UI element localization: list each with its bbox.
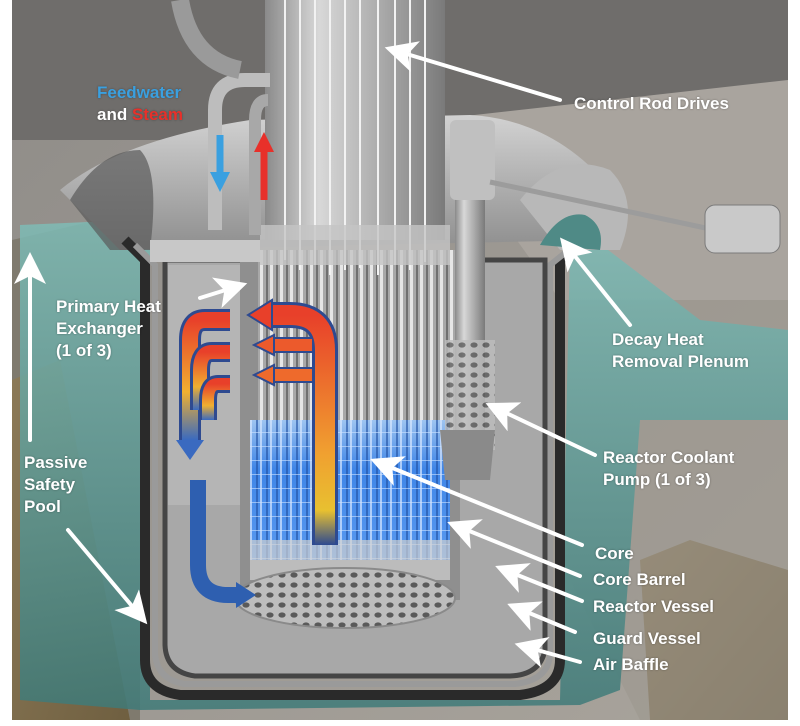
label-feedwater-steam: Feedwater and Steam — [97, 82, 183, 126]
leader-arrows — [14, 41, 632, 668]
label-pool-line1: Passive — [24, 453, 88, 472]
decay-heat-plenum — [520, 164, 628, 250]
leader-core-barrel — [447, 519, 582, 578]
feedwater-arrow-head — [210, 172, 230, 192]
label-feedwater: Feedwater — [97, 83, 182, 102]
steam-pipe — [249, 94, 269, 235]
leader-passive-safety-pool — [66, 528, 148, 625]
label-steam: Steam — [131, 105, 183, 124]
cold-downcomer-flow — [190, 480, 240, 603]
label-reactor-coolant-pump: Reactor Coolant Pump (1 of 3) — [603, 447, 734, 491]
coolant-pump-motor — [450, 120, 495, 200]
feedwater-pipe — [208, 73, 270, 230]
label-decay-heat-line1: Decay Heat — [612, 330, 704, 349]
core-fuel-rods — [250, 420, 450, 560]
heat-exchanger-flow — [176, 309, 230, 460]
label-coolant-pump-line1: Reactor Coolant — [603, 448, 735, 467]
label-air-baffle: Air Baffle — [593, 655, 669, 674]
cold-downcomer-arrow-head — [236, 582, 256, 608]
leader-control-rod-drives — [384, 41, 562, 102]
label-and-steam-line: and Steam — [97, 104, 183, 126]
valve-actuator-motor — [704, 204, 781, 254]
dome-flange-left — [70, 150, 154, 250]
leader-primary-heat-exchanger — [198, 277, 248, 309]
coolant-pump-impeller — [440, 430, 495, 480]
leader-reactor-vessel — [495, 563, 584, 603]
upper-pipe — [171, 0, 243, 79]
label-control-rod-drives: Control Rod Drives — [574, 94, 729, 113]
label-core: Core — [595, 544, 634, 563]
label-reactor-vessel: Reactor Vessel — [593, 597, 714, 616]
label-pool-line2: Safety — [24, 475, 76, 494]
hot-riser-flow — [270, 305, 335, 545]
label-decay-heat-removal-plenum: Decay Heat Removal Plenum — [612, 329, 749, 373]
label-primary-heat-exchanger-line1: Primary Heat — [56, 297, 161, 316]
label-decay-heat-line2: Removal Plenum — [612, 352, 749, 371]
leader-coolant-pump — [485, 402, 597, 457]
leader-core — [370, 456, 584, 547]
label-passive-safety-pool: Passive Safety Pool — [24, 452, 87, 518]
label-pool-line3: Pool — [24, 497, 61, 516]
label-primary-heat-exchanger-line2: Exchanger — [56, 319, 143, 338]
leader-air-baffle — [514, 636, 582, 668]
heat-exchanger-flange — [150, 240, 260, 262]
label-primary-heat-exchanger: Primary Heat Exchanger (1 of 3) — [56, 296, 161, 362]
steam-arrow-head — [254, 132, 274, 152]
label-and: and — [97, 105, 132, 124]
hot-flow-branches — [251, 333, 312, 387]
upper-plenum-flange — [260, 225, 450, 265]
label-core-barrel: Core Barrel — [593, 570, 686, 589]
guard-vessel-wall — [121, 236, 589, 700]
leader-decay-heat — [560, 237, 632, 327]
hot-riser-arrow-head — [246, 298, 273, 332]
label-guard-vessel: Guard Vessel — [593, 629, 701, 648]
pool-water — [20, 220, 788, 710]
control-rod-drive-housing — [265, 0, 445, 240]
lower-core-plate — [234, 567, 456, 629]
valve-actuator-rod — [489, 179, 716, 233]
leader-guard-vessel — [507, 601, 577, 634]
label-coolant-pump-line2: Pump (1 of 3) — [603, 470, 711, 489]
label-primary-heat-exchanger-line3: (1 of 3) — [56, 341, 112, 360]
